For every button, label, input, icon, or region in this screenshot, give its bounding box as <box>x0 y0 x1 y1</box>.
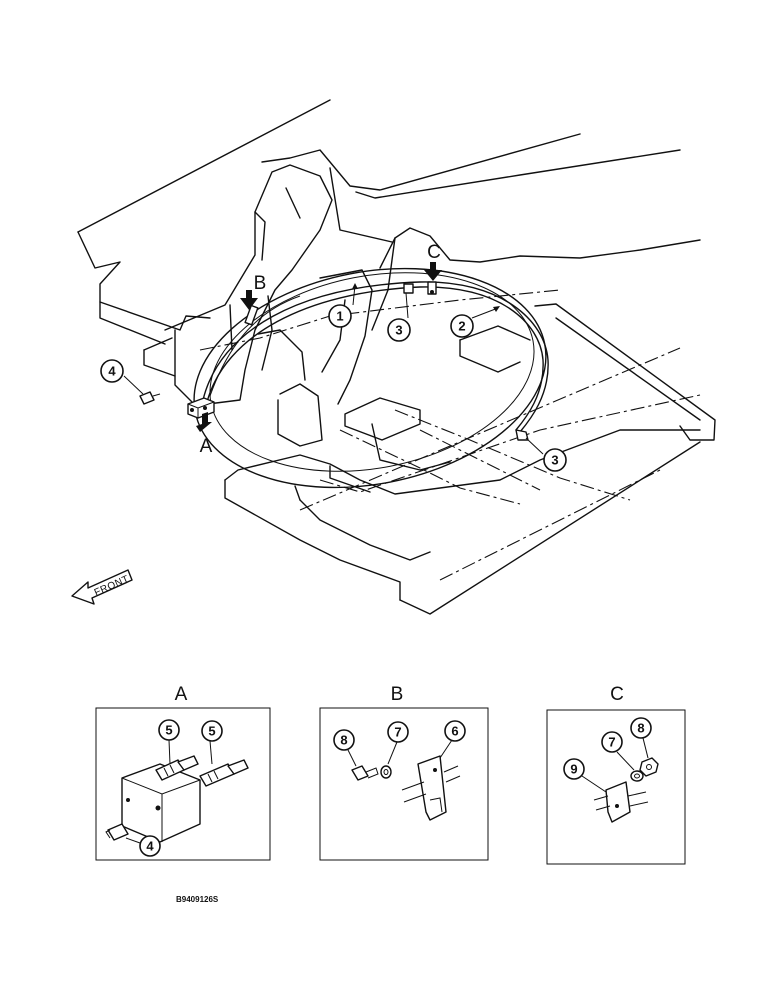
detail-view-a: A 5 5 <box>95 684 271 861</box>
nut-8-c <box>639 757 659 777</box>
svg-text:3: 3 <box>395 323 402 338</box>
callout-6-b: 6 <box>444 720 466 742</box>
front-direction-arrow: FRONT <box>71 569 133 605</box>
distribution-block <box>121 763 201 843</box>
fitting-5-right <box>199 759 249 787</box>
detail-c-title: C <box>610 684 624 705</box>
view-arrow-b <box>240 290 258 310</box>
view-b-marker: B <box>254 273 267 294</box>
upper-frame-outline <box>77 99 681 345</box>
callout-9-c: 9 <box>563 758 585 780</box>
detail-b-frame <box>319 707 489 861</box>
view-arrow-a <box>196 412 212 432</box>
svg-text:3: 3 <box>551 453 558 468</box>
svg-text:1: 1 <box>336 309 343 324</box>
grease-tubes <box>202 281 549 433</box>
clamp-9 <box>593 781 649 823</box>
view-arrow-c <box>424 262 442 281</box>
callout-7-b: 7 <box>387 721 409 743</box>
svg-text:2: 2 <box>458 319 465 334</box>
svg-text:6: 6 <box>451 724 458 739</box>
callout-5-left: 5 <box>158 719 180 741</box>
main-assembly-view: A B C 1 2 3 3 4 F <box>71 99 716 615</box>
callout-4: 4 <box>100 359 124 383</box>
callout-5-right: 5 <box>201 720 223 742</box>
svg-text:4: 4 <box>108 364 116 379</box>
callout-8-c: 8 <box>630 717 652 739</box>
callout-3-lower: 3 <box>543 448 567 472</box>
leader-lines <box>123 283 544 455</box>
detail-view-c: C 9 7 8 <box>546 684 686 865</box>
fitting-5-left <box>155 755 199 781</box>
svg-text:7: 7 <box>394 725 401 740</box>
detail-a-title: A <box>175 684 188 705</box>
svg-text:5: 5 <box>208 724 215 739</box>
center-bracket <box>257 269 373 447</box>
fitting-4-detail <box>105 823 129 841</box>
svg-text:5: 5 <box>165 723 172 738</box>
tube-clamps <box>244 281 529 441</box>
svg-text:4: 4 <box>146 839 154 854</box>
clamp-mid <box>403 283 414 294</box>
lower-frame-outline <box>224 303 716 615</box>
svg-text:7: 7 <box>608 735 615 750</box>
callout-4-detail: 4 <box>139 835 161 857</box>
swing-circle <box>193 267 547 489</box>
detail-view-b: B 8 7 6 <box>319 684 489 861</box>
clamp-b <box>244 304 259 326</box>
washer-7-c <box>630 770 644 782</box>
left-bracket <box>143 164 333 411</box>
clamp-6 <box>401 755 461 821</box>
washer-7 <box>380 765 392 779</box>
bolt-8 <box>351 765 379 781</box>
view-a-marker: A <box>200 436 213 457</box>
callout-1: 1 <box>328 304 352 328</box>
svg-text:9: 9 <box>570 762 577 777</box>
detail-a-frame <box>95 707 271 861</box>
callout-3: 3 <box>387 318 411 342</box>
hidden-lines <box>199 289 701 581</box>
callout-8-b: 8 <box>333 729 355 751</box>
svg-text:8: 8 <box>340 733 347 748</box>
clamp-c <box>427 281 437 295</box>
callout-2: 2 <box>450 314 474 338</box>
svg-text:8: 8 <box>637 721 644 736</box>
grease-fitting <box>139 391 161 405</box>
view-c-marker: C <box>427 242 441 263</box>
callout-7-c: 7 <box>601 731 623 753</box>
detail-c-frame <box>546 709 686 865</box>
right-bracket <box>371 227 701 331</box>
drawing-code: B9409126S <box>176 895 219 904</box>
detail-b-title: B <box>391 684 404 705</box>
